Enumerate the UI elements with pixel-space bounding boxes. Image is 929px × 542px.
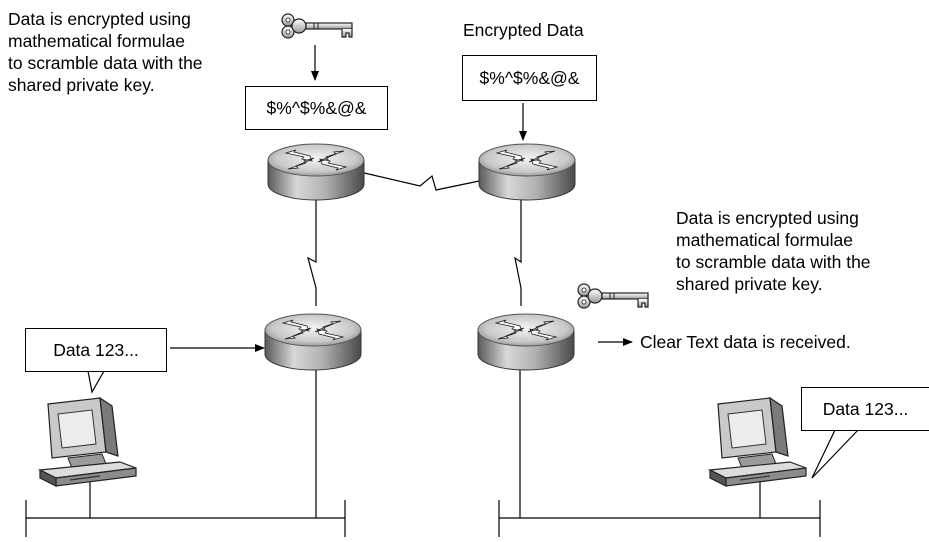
left-pc-bubble: Data 123... [25, 328, 167, 372]
left-pc-icon [39, 397, 137, 487]
right-caption: Data is encrypted using mathematical for… [676, 208, 871, 294]
right-bubble-tail [811, 427, 861, 479]
right-pc-icon [709, 397, 807, 487]
right-lan-segment [498, 370, 821, 537]
right-cipher-text-box: $%^$%&@& [462, 55, 597, 101]
serial-link-right [514, 196, 522, 306]
router-top-left-icon [267, 143, 365, 201]
left-caption: Data is encrypted using mathematical for… [8, 9, 203, 95]
serial-link-wan [359, 171, 485, 191]
right-private-key-icon [577, 283, 649, 309]
left-cipher-text-box: $%^$%&@& [245, 86, 388, 130]
router-top-right-icon [478, 143, 576, 201]
router-bottom-left-icon [264, 313, 362, 371]
left-private-key-icon [281, 13, 353, 39]
router-bottom-right-icon [477, 313, 575, 371]
encrypted-data-label: Encrypted Data [463, 20, 584, 40]
serial-link-left [307, 196, 317, 306]
clear-text-label: Clear Text data is received. [640, 332, 851, 352]
right-pc-bubble: Data 123... [801, 387, 929, 431]
left-lan-segment [25, 370, 346, 537]
left-bubble-tail [87, 370, 105, 394]
